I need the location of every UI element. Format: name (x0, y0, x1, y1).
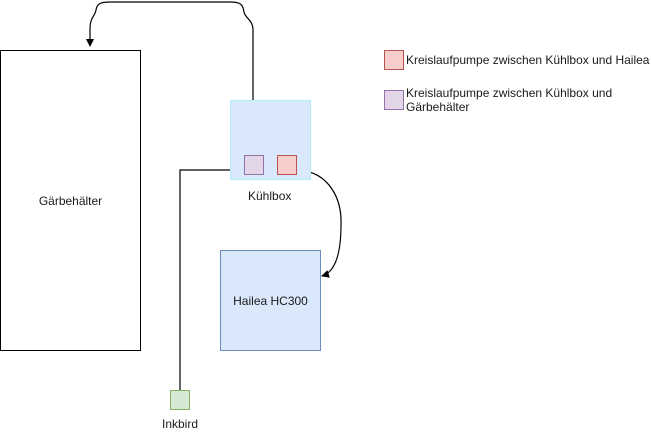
inkbird-node[interactable] (170, 390, 190, 410)
gaerbehaelter-label: Gärbehälter (38, 193, 103, 208)
legend-label-hailea-pump: Kreislaufpumpe zwischen Kühlbox und Hail… (406, 53, 650, 67)
kuehlbox-label: Kühlbox (248, 189, 292, 203)
inkbird-label: Inkbird (162, 417, 199, 431)
legend-swatch-hailea-pump (384, 50, 404, 70)
pump-hailea[interactable] (277, 155, 297, 175)
hailea-label: Hailea HC300 (233, 293, 308, 308)
kuehlbox-node[interactable] (230, 100, 311, 180)
legend-label-gaer-pump-line2: Gärbehälter (406, 100, 470, 114)
legend-swatch-gaer-pump (384, 90, 404, 110)
hailea-node[interactable]: Hailea HC300 (220, 250, 321, 351)
legend-label-gaer-pump-line1: Kreislaufpumpe zwischen Kühlbox und (406, 86, 613, 100)
pump-gaerbehaelter[interactable] (244, 155, 264, 175)
gaerbehaelter-node[interactable]: Gärbehälter (0, 50, 141, 351)
